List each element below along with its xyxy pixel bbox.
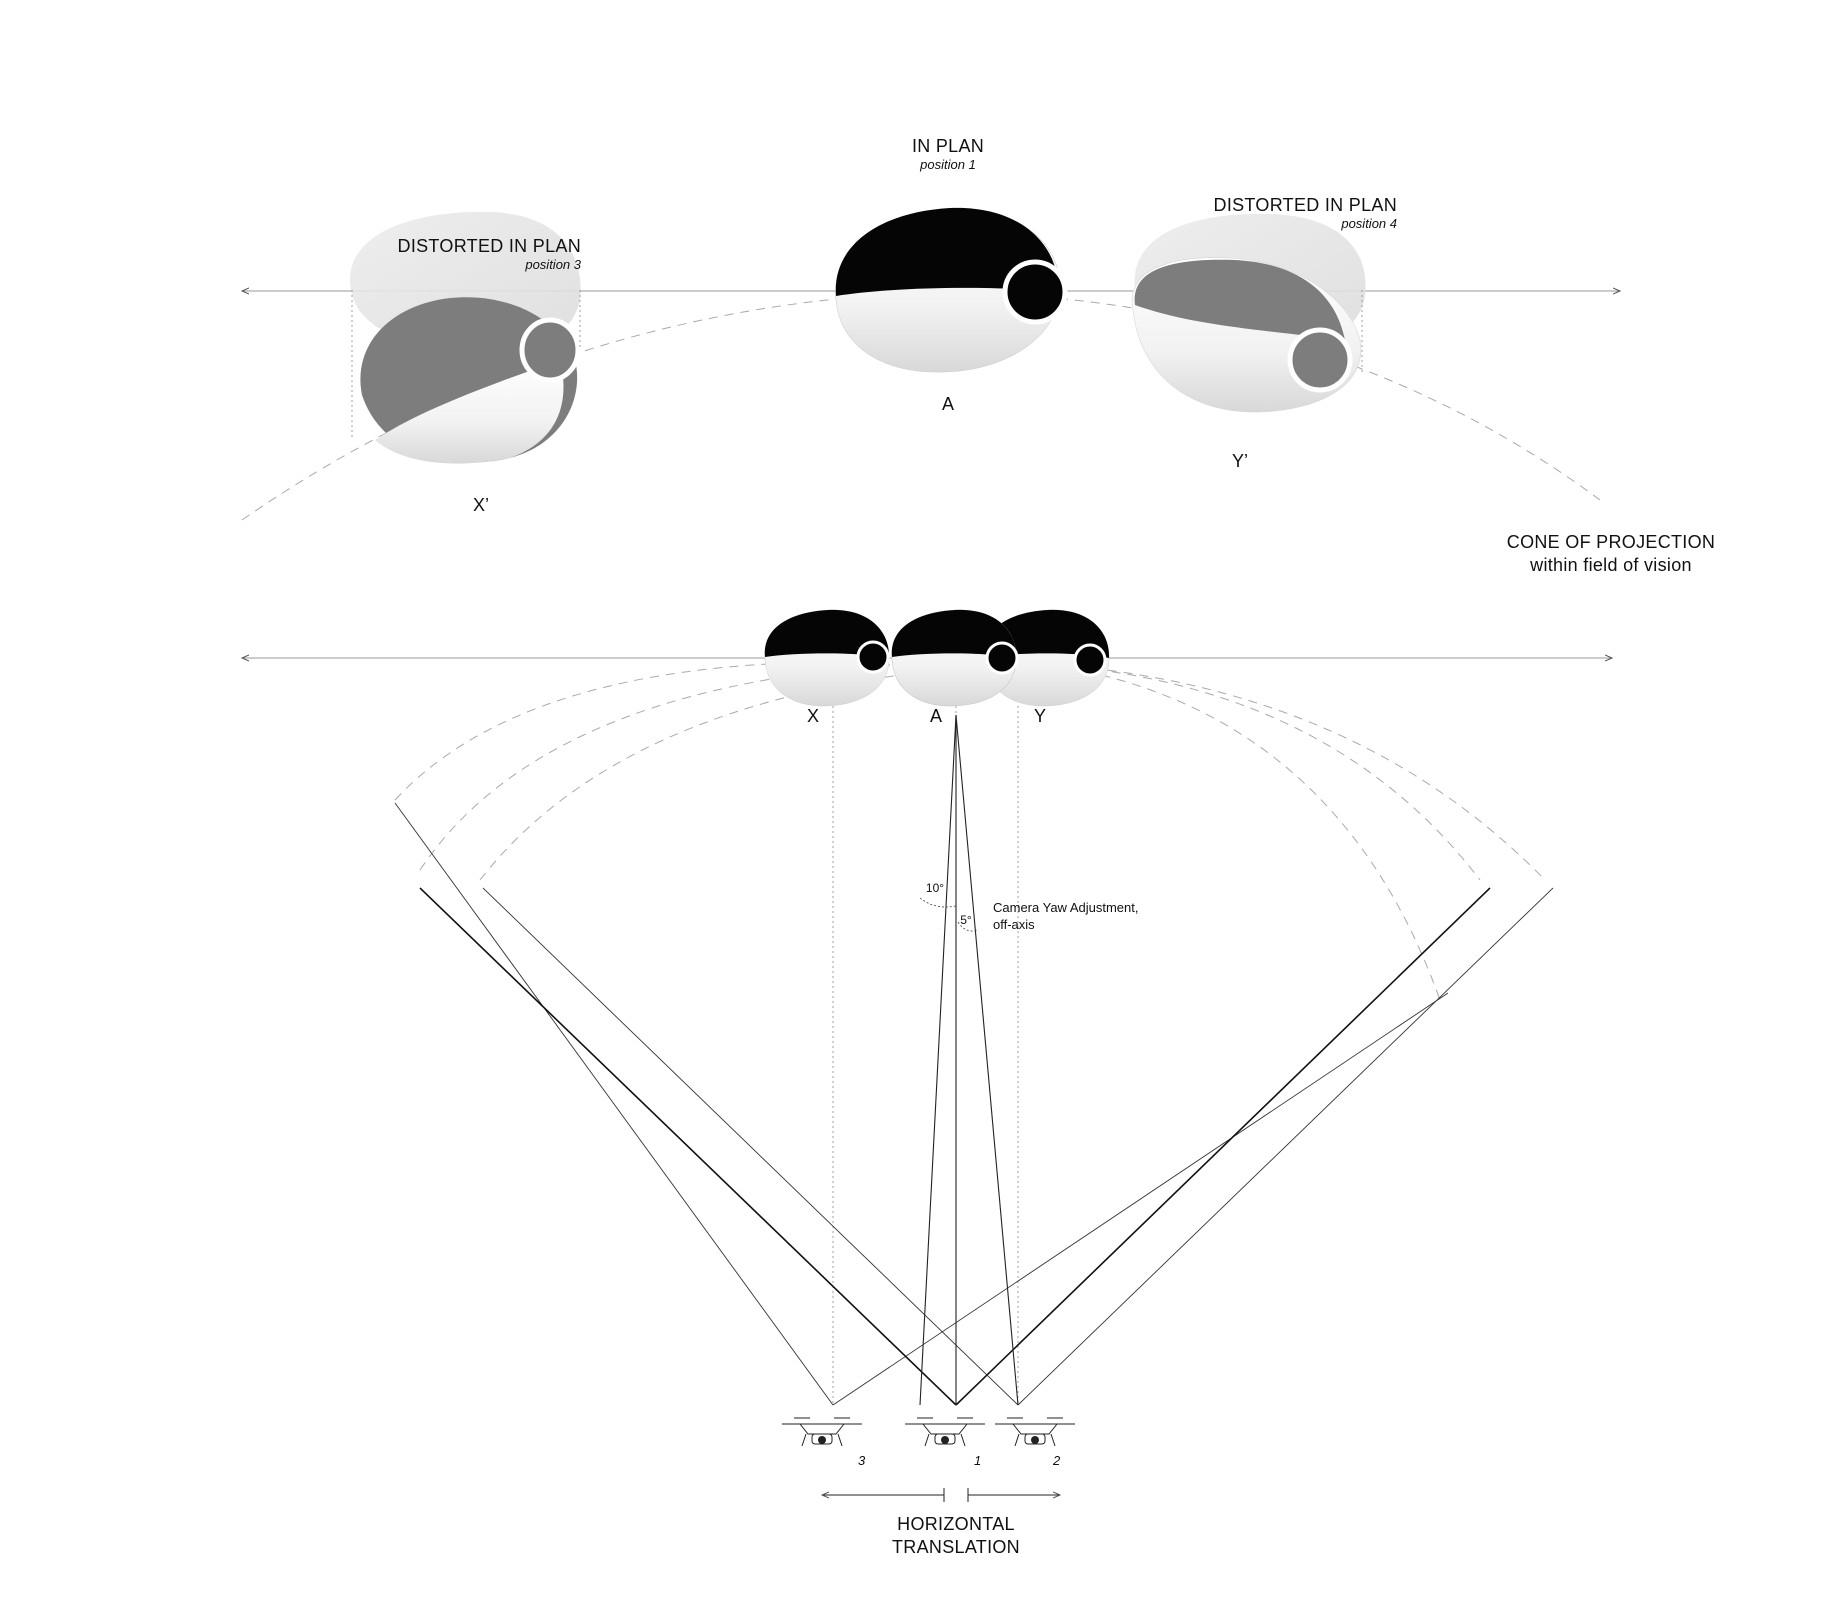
drone-1-icon <box>905 1417 985 1447</box>
distorted-shape-right <box>1134 259 1345 340</box>
center-letter: A <box>942 394 954 414</box>
arc-y-left <box>479 667 961 881</box>
cone-title: CONE OF PROJECTION <box>1507 532 1715 552</box>
shape-a-top-dark <box>835 207 1059 296</box>
translation-title-line2: TRANSLATION <box>892 1537 1020 1557</box>
drone-2-number: 2 <box>1052 1453 1061 1468</box>
arc-a-right <box>1059 664 1546 881</box>
yaw-line-right <box>955 714 1019 1406</box>
label-a: A <box>930 706 942 726</box>
shape-a-top-nozzle <box>1002 259 1068 325</box>
object-y-prime <box>1131 213 1366 413</box>
object-x-prime <box>350 211 581 464</box>
arc-y-right <box>1069 667 1441 1001</box>
left-title: DISTORTED IN PLAN <box>398 236 581 256</box>
distorted-shape-right-nozzle <box>1287 327 1353 393</box>
object-a-small <box>891 609 1019 707</box>
angle-arc-5 <box>957 921 978 932</box>
left-letter: X’ <box>473 495 489 515</box>
label-x: X <box>807 706 819 726</box>
drone-3-number: 3 <box>858 1453 866 1468</box>
center-subtitle: position 1 <box>919 157 976 172</box>
distorted-shape-left-highlight <box>375 360 564 464</box>
left-subtitle: position 3 <box>524 257 581 272</box>
yaw-note-line1: Camera Yaw Adjustment, <box>993 900 1138 915</box>
center-title: IN PLAN <box>912 136 984 156</box>
right-subtitle: position 4 <box>1340 216 1397 231</box>
arc-x-left <box>394 661 831 801</box>
right-letter: Y’ <box>1232 451 1248 471</box>
distorted-shape-left-nozzle <box>519 317 581 383</box>
label-y: Y <box>1034 706 1046 726</box>
camera-cone-1 <box>419 887 1491 1406</box>
object-x-small <box>764 609 890 707</box>
yaw-line-left <box>919 714 957 1406</box>
camera-cone-3 <box>394 802 1449 1406</box>
cone-subtitle: within field of vision <box>1529 555 1692 575</box>
object-a-top <box>835 207 1068 373</box>
drone-2-icon <box>995 1417 1075 1447</box>
object-y-small <box>984 609 1110 707</box>
translation-title-line1: HORIZONTAL <box>897 1514 1015 1534</box>
yaw-note-line2: off-axis <box>993 917 1035 932</box>
drone-3-icon <box>782 1417 862 1447</box>
camera-cone-2 <box>482 887 1554 1406</box>
angle-arc-10 <box>919 897 957 908</box>
angle-10-label: 10° <box>926 881 944 895</box>
angle-5-label: 5° <box>960 913 972 927</box>
drone-1-number: 1 <box>974 1453 981 1468</box>
right-title: DISTORTED IN PLAN <box>1214 195 1397 215</box>
